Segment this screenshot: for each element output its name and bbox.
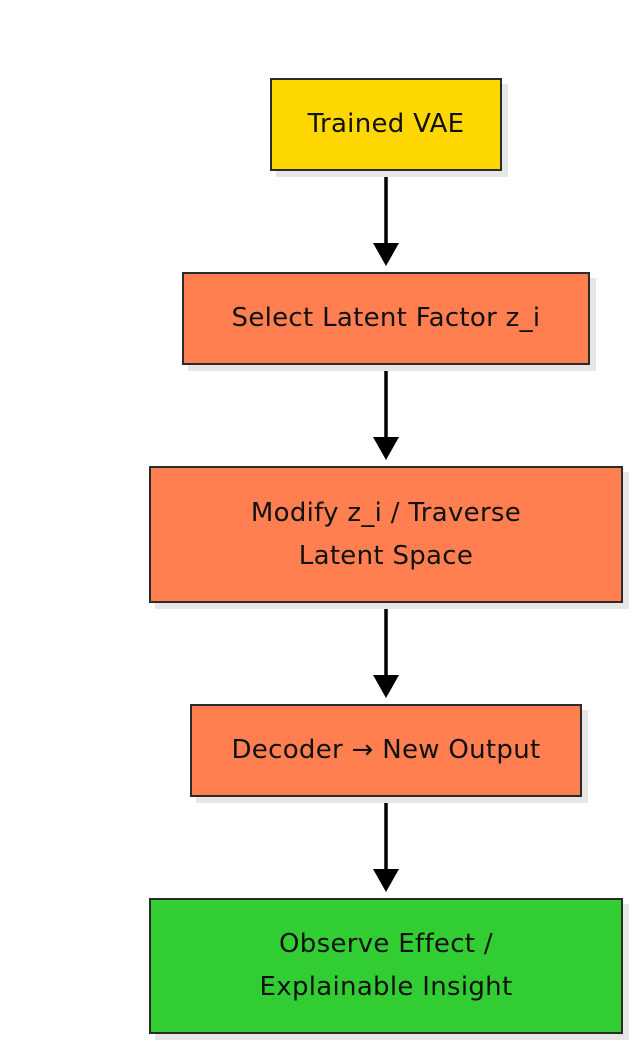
node-label: Trained VAE [307,109,465,139]
node-trained-vae: Trained VAE [270,78,502,171]
node-label: Observe Effect / Explainable Insight [259,929,513,1002]
edge-n4-n5 [373,797,399,892]
node-observe-effect: Observe Effect / Explainable Insight [149,898,623,1034]
edge-n3-n4 [373,603,399,698]
node-label: Select Latent Factor z_i [231,303,541,333]
node-label: Decoder → New Output [231,735,541,765]
arrowhead-icon [373,243,399,266]
arrowhead-icon [373,437,399,460]
node-select-latent-factor: Select Latent Factor z_i [182,272,590,365]
arrowhead-icon [373,869,399,892]
node-modify-latent: Modify z_i / Traverse Latent Space [149,466,623,603]
node-label: Modify z_i / Traverse Latent Space [250,497,522,571]
arrowhead-icon [373,675,399,698]
edge-n1-n2 [373,171,399,266]
node-decoder: Decoder → New Output [190,704,582,797]
edge-n2-n3 [373,365,399,460]
